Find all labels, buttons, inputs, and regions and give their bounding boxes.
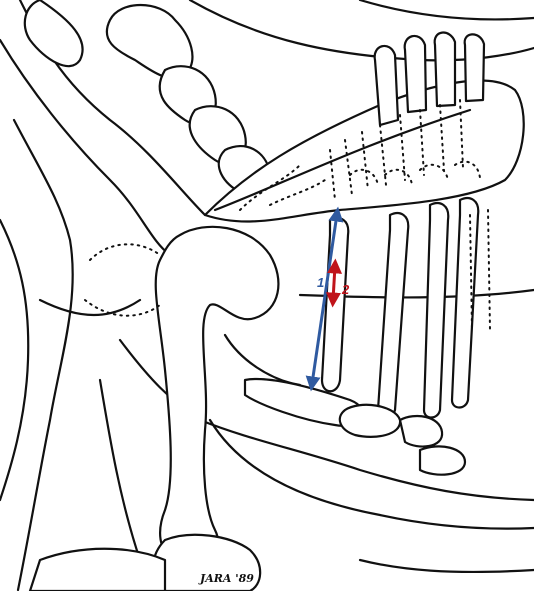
artist-signature: JARA '89	[198, 572, 254, 585]
measurement-2-arrow	[333, 266, 335, 300]
measurement-2-label: 2	[341, 282, 350, 297]
cervical-vertebrae	[25, 0, 270, 195]
measurement-1-label: 1	[317, 275, 324, 290]
